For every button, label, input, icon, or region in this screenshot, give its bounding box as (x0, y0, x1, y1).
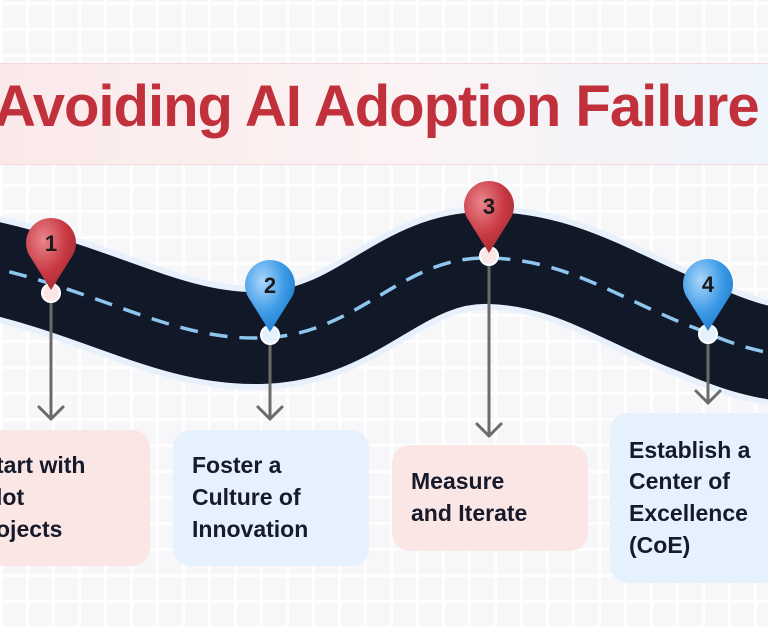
step-4-line-1: Establish a (629, 436, 751, 463)
arrow-1 (37, 298, 65, 421)
step-4-line-3: Excellence (629, 500, 748, 526)
pin-1: 1 (25, 217, 76, 303)
step-4-line-4: (CoE) (629, 531, 691, 558)
pin-3: 3 (463, 180, 514, 266)
pin-number-4: 4 (702, 272, 715, 297)
step-3-line-1: Measure (411, 468, 505, 495)
step-2-line-2: Culture of (192, 484, 301, 511)
step-2-line-3: Innovation (192, 515, 309, 542)
step-2-line-1: Foster a (192, 452, 282, 479)
step-1-line-3: ojects (0, 515, 63, 542)
road (0, 212, 768, 400)
step-card-3: Measure and Iterate (392, 445, 588, 551)
step-3-line-2: and Iterate (411, 500, 528, 526)
pin-2: 2 (244, 259, 296, 345)
pin-4: 4 (683, 259, 733, 344)
pin-number-1: 1 (45, 231, 57, 256)
step-card-1: tart with lot ojects (0, 430, 150, 566)
arrow-2 (256, 342, 284, 421)
title-band (0, 63, 768, 165)
step-4-line-2: Center of (629, 468, 730, 495)
pin-number-3: 3 (483, 194, 495, 219)
step-card-4: Establish a Center of Excellence (CoE) (610, 413, 768, 583)
arrow-3 (475, 263, 503, 438)
page-title: Avoiding AI Adoption Failure (0, 74, 760, 139)
arrow-4 (694, 341, 722, 405)
step-1-line-2: lot (0, 484, 25, 511)
step-card-2: Foster a Culture of Innovation (173, 430, 369, 566)
step-1-line-1: tart with (0, 452, 86, 479)
pin-number-2: 2 (264, 273, 276, 298)
